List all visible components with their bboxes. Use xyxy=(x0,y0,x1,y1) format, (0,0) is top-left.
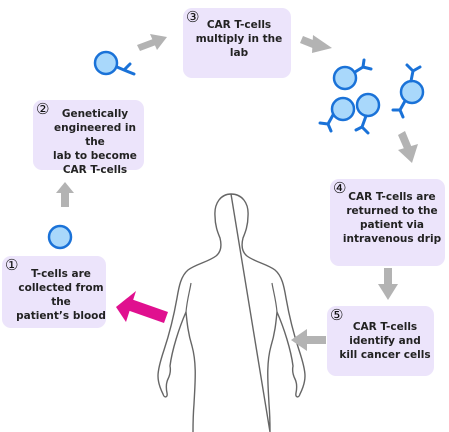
step-5-box: ⑤ CAR T-cells identify and kill cancer c… xyxy=(327,306,434,376)
step-1-number: ① xyxy=(5,256,19,274)
step-3-label: CAR T-cells multiply in the lab xyxy=(195,19,283,59)
car-t-cell-icon xyxy=(93,50,136,76)
step-4-label: CAR T-cells are returned to the patient … xyxy=(342,191,442,245)
flow-arrow-2-to-3 xyxy=(137,34,167,51)
step-5-label: CAR T-cells identify and kill cancer cel… xyxy=(339,321,431,361)
car-t-cell-icon xyxy=(332,58,373,91)
step-5-number: ⑤ xyxy=(330,306,344,324)
step-2-number: ② xyxy=(36,100,50,118)
step-4-box: ④ CAR T-cells are returned to the patien… xyxy=(330,179,445,266)
magenta-arrow xyxy=(116,291,168,323)
flow-arrow-3-to-cells xyxy=(300,35,332,53)
human-inner-arm-right xyxy=(271,282,278,313)
flow-arrow-5-to-body xyxy=(291,329,326,351)
step-3-number: ③ xyxy=(186,8,200,26)
car-t-cell-icon xyxy=(318,96,356,133)
flow-arrow-4-to-5 xyxy=(378,268,398,300)
step-3-box: ③ CAR T-cells multiply in the lab xyxy=(183,8,291,78)
flow-arrow-cells-to-4 xyxy=(398,131,418,163)
step-1-box: ① T-cells are collected from the patient… xyxy=(2,256,106,328)
flow-arrow-1-to-2 xyxy=(56,182,74,207)
car-t-cell-icon xyxy=(391,63,425,119)
t-cell-icon xyxy=(47,224,73,250)
human-body-outline xyxy=(157,193,306,432)
car-t-cell-icon xyxy=(354,92,381,135)
step-2-label: Genetically engineered in the lab to bec… xyxy=(53,108,137,176)
step-2-box: ② Genetically engineered in the lab to b… xyxy=(33,100,144,176)
car-t-cell-cluster xyxy=(318,58,425,135)
step-1-label: T-cells are collected from the patient’s… xyxy=(16,268,106,322)
human-inner-arm-left xyxy=(185,282,192,313)
step-4-number: ④ xyxy=(333,179,347,197)
